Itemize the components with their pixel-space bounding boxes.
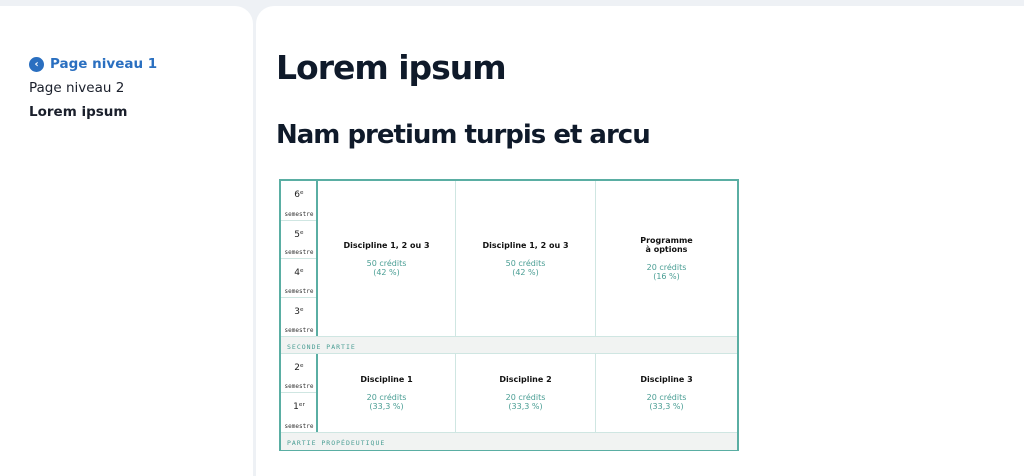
band-seconde-partie: SECONDE PARTIE	[281, 336, 737, 354]
sidebar-nav: ‹ Page niveau 1 Page niveau 2 Lorem ipsum	[29, 52, 157, 124]
page-title: Lorem ipsum	[276, 48, 507, 87]
back-link[interactable]: ‹ Page niveau 1	[29, 52, 157, 76]
section-title: Nam pretium turpis et arcu	[276, 120, 651, 150]
sidebar	[0, 6, 253, 476]
back-label: Page niveau 1	[50, 56, 158, 72]
chevron-left-icon: ‹	[29, 56, 44, 72]
nav-item-current[interactable]: Lorem ipsum	[29, 104, 128, 120]
nav-item-level2[interactable]: Page niveau 2	[29, 80, 125, 96]
band-partie-propedeutique: PARTIE PROPÉDEUTIQUE	[281, 432, 737, 450]
